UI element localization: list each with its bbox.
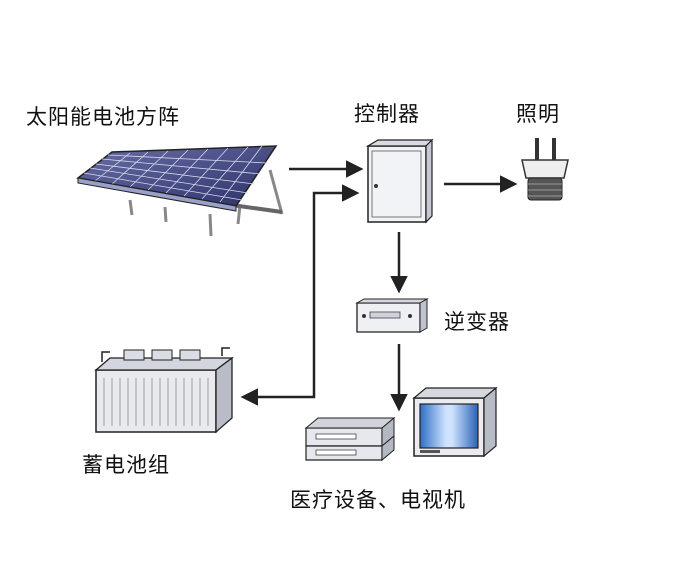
lighting-label: 照明	[516, 102, 560, 126]
battery-pack-label: 蓄电池组	[82, 453, 170, 477]
inverter-label: 逆变器	[444, 310, 510, 334]
television-icon	[412, 386, 498, 458]
arrow-controller-battery-link	[240, 184, 360, 406]
battery-icon	[94, 347, 234, 434]
flow-arrows	[240, 160, 518, 412]
solar-array-label: 太阳能电池方阵	[26, 105, 180, 129]
controller-label: 控制器	[354, 102, 420, 126]
devices-label: 医疗设备、电视机	[290, 488, 466, 512]
inverter-icon	[355, 298, 429, 333]
controller-box-icon	[365, 138, 434, 224]
medical-device-icon	[304, 416, 396, 462]
light-bulb-icon	[521, 138, 569, 201]
solar-panel-icon	[76, 145, 284, 237]
